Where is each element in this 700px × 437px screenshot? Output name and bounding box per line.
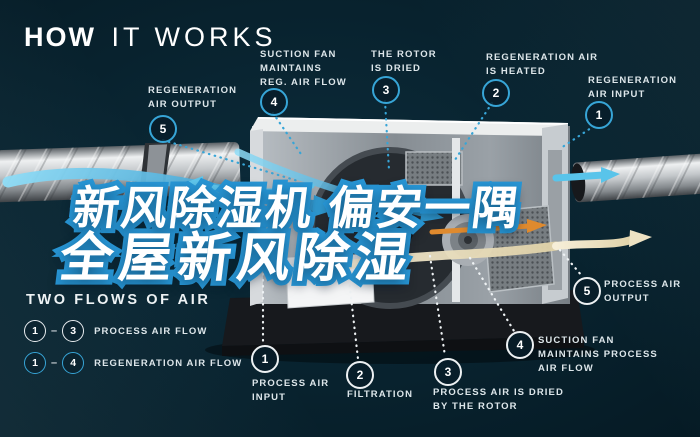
machine-base-skirt [222,336,584,356]
label-process-air-output: PROCESS AIR OUTPUT [604,279,682,304]
overlay-line-2: 全屋新风除湿 [56,216,419,292]
badge-process-2: 2 [346,361,374,389]
badge-regen-3: 3 [372,76,400,104]
legend-title: TWO FLOWS OF AIR [26,292,211,308]
regen-leader-lines [161,99,596,183]
badge-process-3: 3 [434,358,462,386]
title-it-works: IT WORKS [111,22,277,52]
label-regeneration-air-output: REGENERATION AIR OUTPUT [148,85,238,110]
label-suction-fan-process: SUCTION FAN MAINTAINS PROCESS AIR FLOW [538,335,658,374]
legend-circle-to: 3 [62,320,85,342]
legend-circle-from: 1 [24,352,46,374]
badge-regen-1: 1 [585,101,613,129]
label-process-air-dried: PROCESS AIR IS DRIED BY THE ROTOR [433,387,564,412]
legend-label-regeneration: REGENERATION AIR FLOW [94,357,243,369]
legend-row-process: 1 – 3 PROCESS AIR FLOW [24,320,207,342]
badge-regen-4: 4 [260,88,288,116]
badge-regen-5: 5 [149,115,177,143]
badge-process-5: 5 [573,277,601,305]
label-rotor-is-dried: THE ROTOR IS DRIED [371,49,437,74]
right-duct [571,153,700,203]
legend-circle-to: 4 [62,352,85,374]
badge-process-1: 1 [251,345,279,373]
page-title: HOW IT WORKS [24,22,277,53]
legend-circle-from: 1 [24,320,46,342]
badge-regen-2: 2 [482,79,510,107]
title-how: HOW [24,22,96,52]
badge-process-4: 4 [506,331,534,359]
label-filtration: FILTRATION [347,389,414,400]
label-suction-fan-reg: SUCTION FAN MAINTAINS REG. AIR FLOW [260,49,347,88]
legend-dash: – [51,357,58,369]
legend-label-process: PROCESS AIR FLOW [94,325,208,337]
legend-dash: – [51,325,58,337]
legend-row-regeneration: 1 – 4 REGENERATION AIR FLOW [24,352,242,374]
label-process-air-input: PROCESS AIR INPUT [252,378,330,403]
label-regen-air-input: REGENERATION AIR INPUT [588,75,678,100]
label-regen-air-heated: REGENERATION AIR IS HEATED [486,52,599,77]
